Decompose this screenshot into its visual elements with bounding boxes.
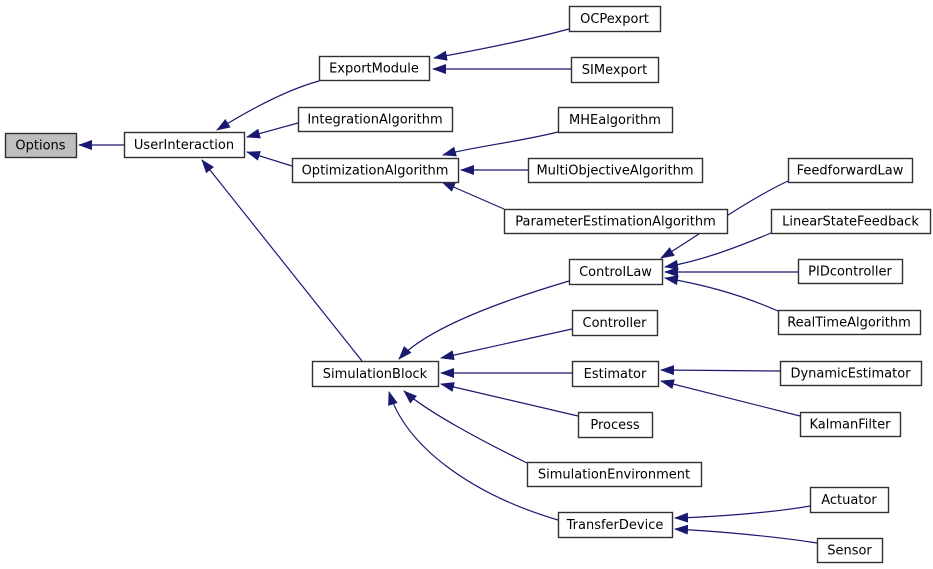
inheritance-edge-Sensor-to-TransferDevice — [674, 524, 818, 544]
node-MHEalgorithm[interactable]: MHEalgorithm — [557, 106, 674, 134]
inheritance-edge-ParameterEstimationAlgorithm-to-OptimizationAlgorithm — [441, 181, 505, 210]
node-Sensor[interactable]: Sensor — [816, 537, 884, 564]
node-DynamicEstimator[interactable]: DynamicEstimator — [779, 360, 923, 387]
node-UserInteraction[interactable]: UserInteraction — [123, 131, 246, 159]
node-TransferDevice[interactable]: TransferDevice — [557, 511, 674, 539]
node-Process[interactable]: Process — [577, 411, 654, 439]
inheritance-edge-SimulationEnvironment-to-SimulationBlock — [403, 390, 528, 464]
node-ParameterEstimationAlgorithm[interactable]: ParameterEstimationAlgorithm — [503, 208, 729, 235]
node-box — [568, 5, 662, 33]
node-Actuator[interactable]: Actuator — [809, 486, 890, 514]
node-label: SimulationEnvironment — [538, 468, 690, 483]
node-label: OCPexport — [580, 12, 649, 27]
node-ControlLaw[interactable]: ControlLaw — [568, 258, 664, 286]
node-box — [797, 258, 904, 285]
node-label: SimulationBlock — [323, 367, 428, 382]
node-label: ControlLaw — [579, 265, 652, 280]
node-ExportModule[interactable]: ExportModule — [318, 55, 431, 82]
node-box — [799, 411, 902, 438]
node-Options[interactable]: Options — [4, 132, 78, 159]
node-box — [577, 411, 654, 439]
inheritance-edge-IntegrationAlgorithm-to-UserInteraction — [246, 122, 299, 139]
node-box — [526, 461, 703, 488]
node-KalmanFilter[interactable]: KalmanFilter — [799, 411, 902, 438]
node-FeedforwardLaw[interactable]: FeedforwardLaw — [787, 157, 914, 184]
node-Controller[interactable]: Controller — [571, 309, 659, 337]
node-box — [816, 537, 884, 564]
inheritance-edge-KalmanFilter-to-Estimator — [660, 379, 801, 417]
node-label: UserInteraction — [134, 138, 234, 153]
node-box — [571, 360, 660, 388]
node-label: Controller — [583, 316, 648, 331]
node-box — [318, 55, 431, 82]
node-label: PIDcontroller — [808, 265, 892, 280]
inheritance-edge-TransferDevice-to-SimulationBlock — [388, 391, 559, 521]
node-RealTimeAlgorithm[interactable]: RealTimeAlgorithm — [777, 309, 922, 336]
node-OptimizationAlgorithm[interactable]: OptimizationAlgorithm — [291, 157, 460, 184]
node-box — [787, 157, 914, 184]
node-label: FeedforwardLaw — [797, 164, 904, 179]
node-box — [4, 132, 78, 159]
node-box — [557, 106, 674, 134]
node-label: Estimator — [584, 367, 647, 382]
node-label: Process — [590, 418, 640, 433]
node-SimulationEnvironment[interactable]: SimulationEnvironment — [526, 461, 703, 488]
node-label: DynamicEstimator — [790, 367, 911, 382]
inheritance-edge-OptimizationAlgorithm-to-UserInteraction — [246, 151, 293, 167]
node-label: OptimizationAlgorithm — [302, 164, 449, 179]
node-MultiObjectiveAlgorithm[interactable]: MultiObjectiveAlgorithm — [527, 157, 704, 184]
inheritance-edge-Process-to-SimulationBlock — [440, 382, 579, 417]
inheritance-edge-OCPexport-to-ExportModule — [433, 28, 570, 61]
node-label: TransferDevice — [566, 518, 664, 533]
node-box — [568, 258, 664, 286]
inheritance-edge-LinearStateFeedback-to-ControlLaw — [664, 232, 772, 270]
node-box — [570, 56, 660, 84]
node-label: Actuator — [821, 493, 877, 508]
inheritance-edge-SimulationBlock-to-UserInteraction — [201, 159, 363, 362]
node-layer: Options UserInteraction ExportModule OCPexp… — [4, 5, 932, 564]
node-label: ExportModule — [329, 62, 419, 77]
node-Estimator[interactable]: Estimator — [571, 360, 660, 388]
node-label: MHEalgorithm — [569, 113, 661, 128]
node-LinearStateFeedback[interactable]: LinearStateFeedback — [770, 208, 932, 235]
inheritance-edge-Controller-to-SimulationBlock — [440, 328, 573, 361]
node-SIMexport[interactable]: SIMexport — [570, 56, 660, 84]
node-box — [777, 309, 922, 336]
node-box — [291, 157, 460, 184]
edge-layer — [78, 28, 818, 544]
node-box — [557, 511, 674, 539]
node-label: Options — [15, 139, 65, 154]
inheritance-edge-RealTimeAlgorithm-to-ControlLaw — [664, 275, 779, 312]
inheritance-edge-Actuator-to-TransferDevice — [674, 505, 811, 523]
node-SimulationBlock[interactable]: SimulationBlock — [311, 360, 440, 388]
node-IntegrationAlgorithm[interactable]: IntegrationAlgorithm — [297, 106, 454, 133]
node-box — [770, 208, 932, 235]
node-box — [297, 106, 454, 133]
node-label: Sensor — [827, 544, 872, 559]
node-box — [311, 360, 440, 388]
node-OCPexport[interactable]: OCPexport — [568, 5, 662, 33]
inheritance-edge-DynamicEstimator-to-Estimator — [660, 365, 781, 376]
node-label: SIMexport — [582, 63, 647, 78]
inheritance-edge-ControlLaw-to-SimulationBlock — [398, 280, 570, 360]
node-box — [809, 486, 890, 514]
node-box — [123, 131, 246, 159]
node-label: IntegrationAlgorithm — [307, 113, 442, 128]
node-label: RealTimeAlgorithm — [787, 316, 911, 331]
node-PIDcontroller[interactable]: PIDcontroller — [797, 258, 904, 285]
node-label: MultiObjectiveAlgorithm — [536, 164, 693, 179]
node-label: LinearStateFeedback — [782, 215, 919, 230]
node-box — [527, 157, 704, 184]
node-label: KalmanFilter — [810, 418, 892, 433]
node-label: ParameterEstimationAlgorithm — [515, 215, 716, 230]
inheritance-edge-ExportModule-to-UserInteraction — [216, 80, 320, 131]
node-box — [503, 208, 729, 235]
node-box — [571, 309, 659, 337]
node-box — [779, 360, 923, 387]
inheritance-edge-MHEalgorithm-to-OptimizationAlgorithm — [442, 131, 559, 157]
